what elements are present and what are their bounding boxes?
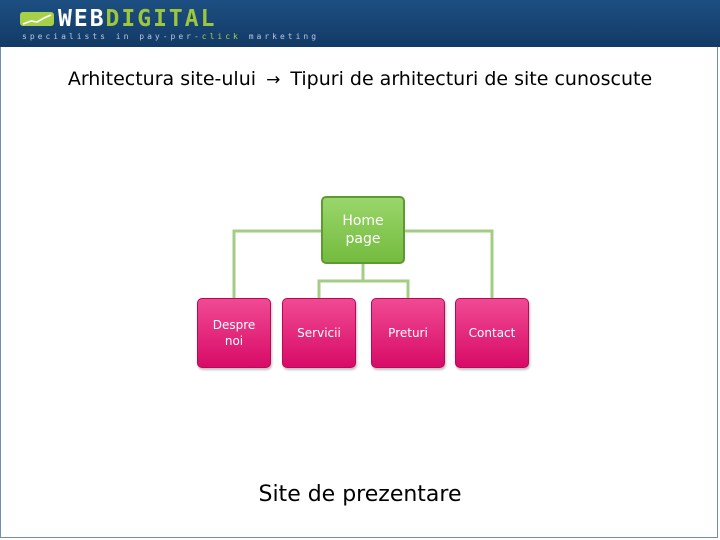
node-home-page-label: Home page: [342, 213, 384, 247]
title-right: Tipuri de arhitecturi de site cunoscute: [290, 68, 653, 90]
node-despre-noi: Despre noi: [197, 298, 271, 368]
tagline-part-2: click: [201, 32, 241, 41]
node-home-page: Home page: [321, 196, 405, 264]
tagline-part-3: marketing: [240, 32, 320, 41]
brand-tagline: specialists in pay-per-click marketing: [22, 32, 319, 42]
node-contact-label: Contact: [468, 326, 516, 340]
node-contact: Contact: [455, 298, 529, 368]
node-preturi-label: Preturi: [388, 326, 428, 340]
brand-logo: WEBDIGITAL: [58, 6, 217, 32]
right-arrow-icon: →: [266, 70, 281, 90]
header-banner: WEBDIGITAL specialists in pay-per-click …: [0, 0, 720, 47]
connector-contact: [405, 229, 494, 298]
node-servicii: Servicii: [282, 298, 356, 368]
trend-logo-icon: [20, 12, 54, 26]
connector-despre-noi: [232, 229, 321, 298]
connector-preturi: [363, 279, 410, 298]
tagline-part-1: specialists in pay-per-: [22, 32, 202, 41]
title-left: Arhitectura site-ului: [67, 68, 257, 90]
node-preturi: Preturi: [371, 298, 445, 368]
node-servicii-label: Servicii: [297, 326, 341, 340]
node-despre-noi-label: Despre noi: [212, 318, 256, 348]
brand-logo-web: WEB: [58, 6, 106, 32]
brand-logo-digital: DIGITAL: [105, 6, 217, 32]
slide-title: Arhitectura site-ului → Tipuri de arhite…: [0, 68, 720, 90]
diagram-caption: Site de prezentare: [258, 482, 462, 507]
connector-servicii: [317, 279, 363, 298]
